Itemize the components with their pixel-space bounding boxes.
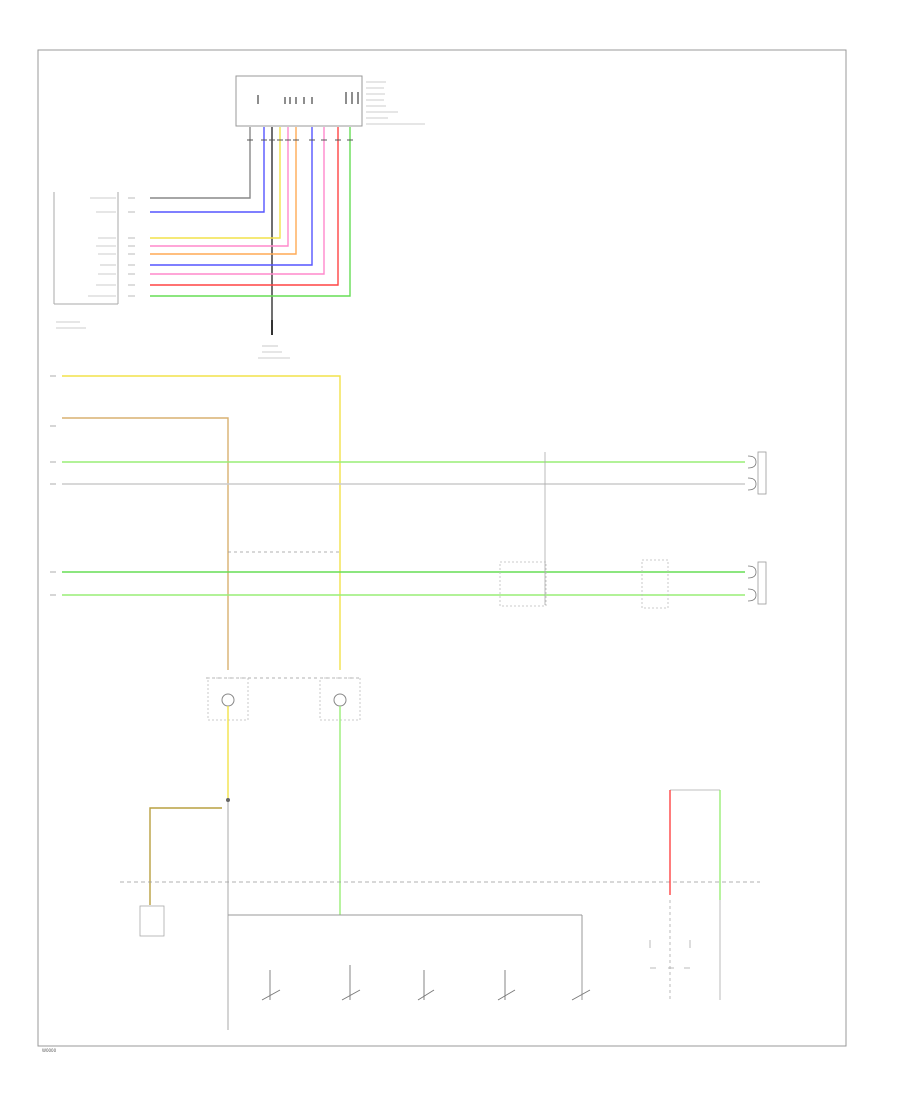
lower-wiring — [120, 798, 760, 1030]
harness-wires — [150, 127, 353, 335]
left-module — [53, 192, 135, 329]
diagram-code: W0000 — [42, 1048, 57, 1053]
diagram-border — [37, 49, 847, 1047]
lamp-assemblies — [206, 677, 361, 915]
top-connector — [235, 75, 425, 127]
main-wiring — [50, 375, 767, 670]
splice-label — [258, 345, 290, 359]
right-module — [649, 789, 721, 1000]
